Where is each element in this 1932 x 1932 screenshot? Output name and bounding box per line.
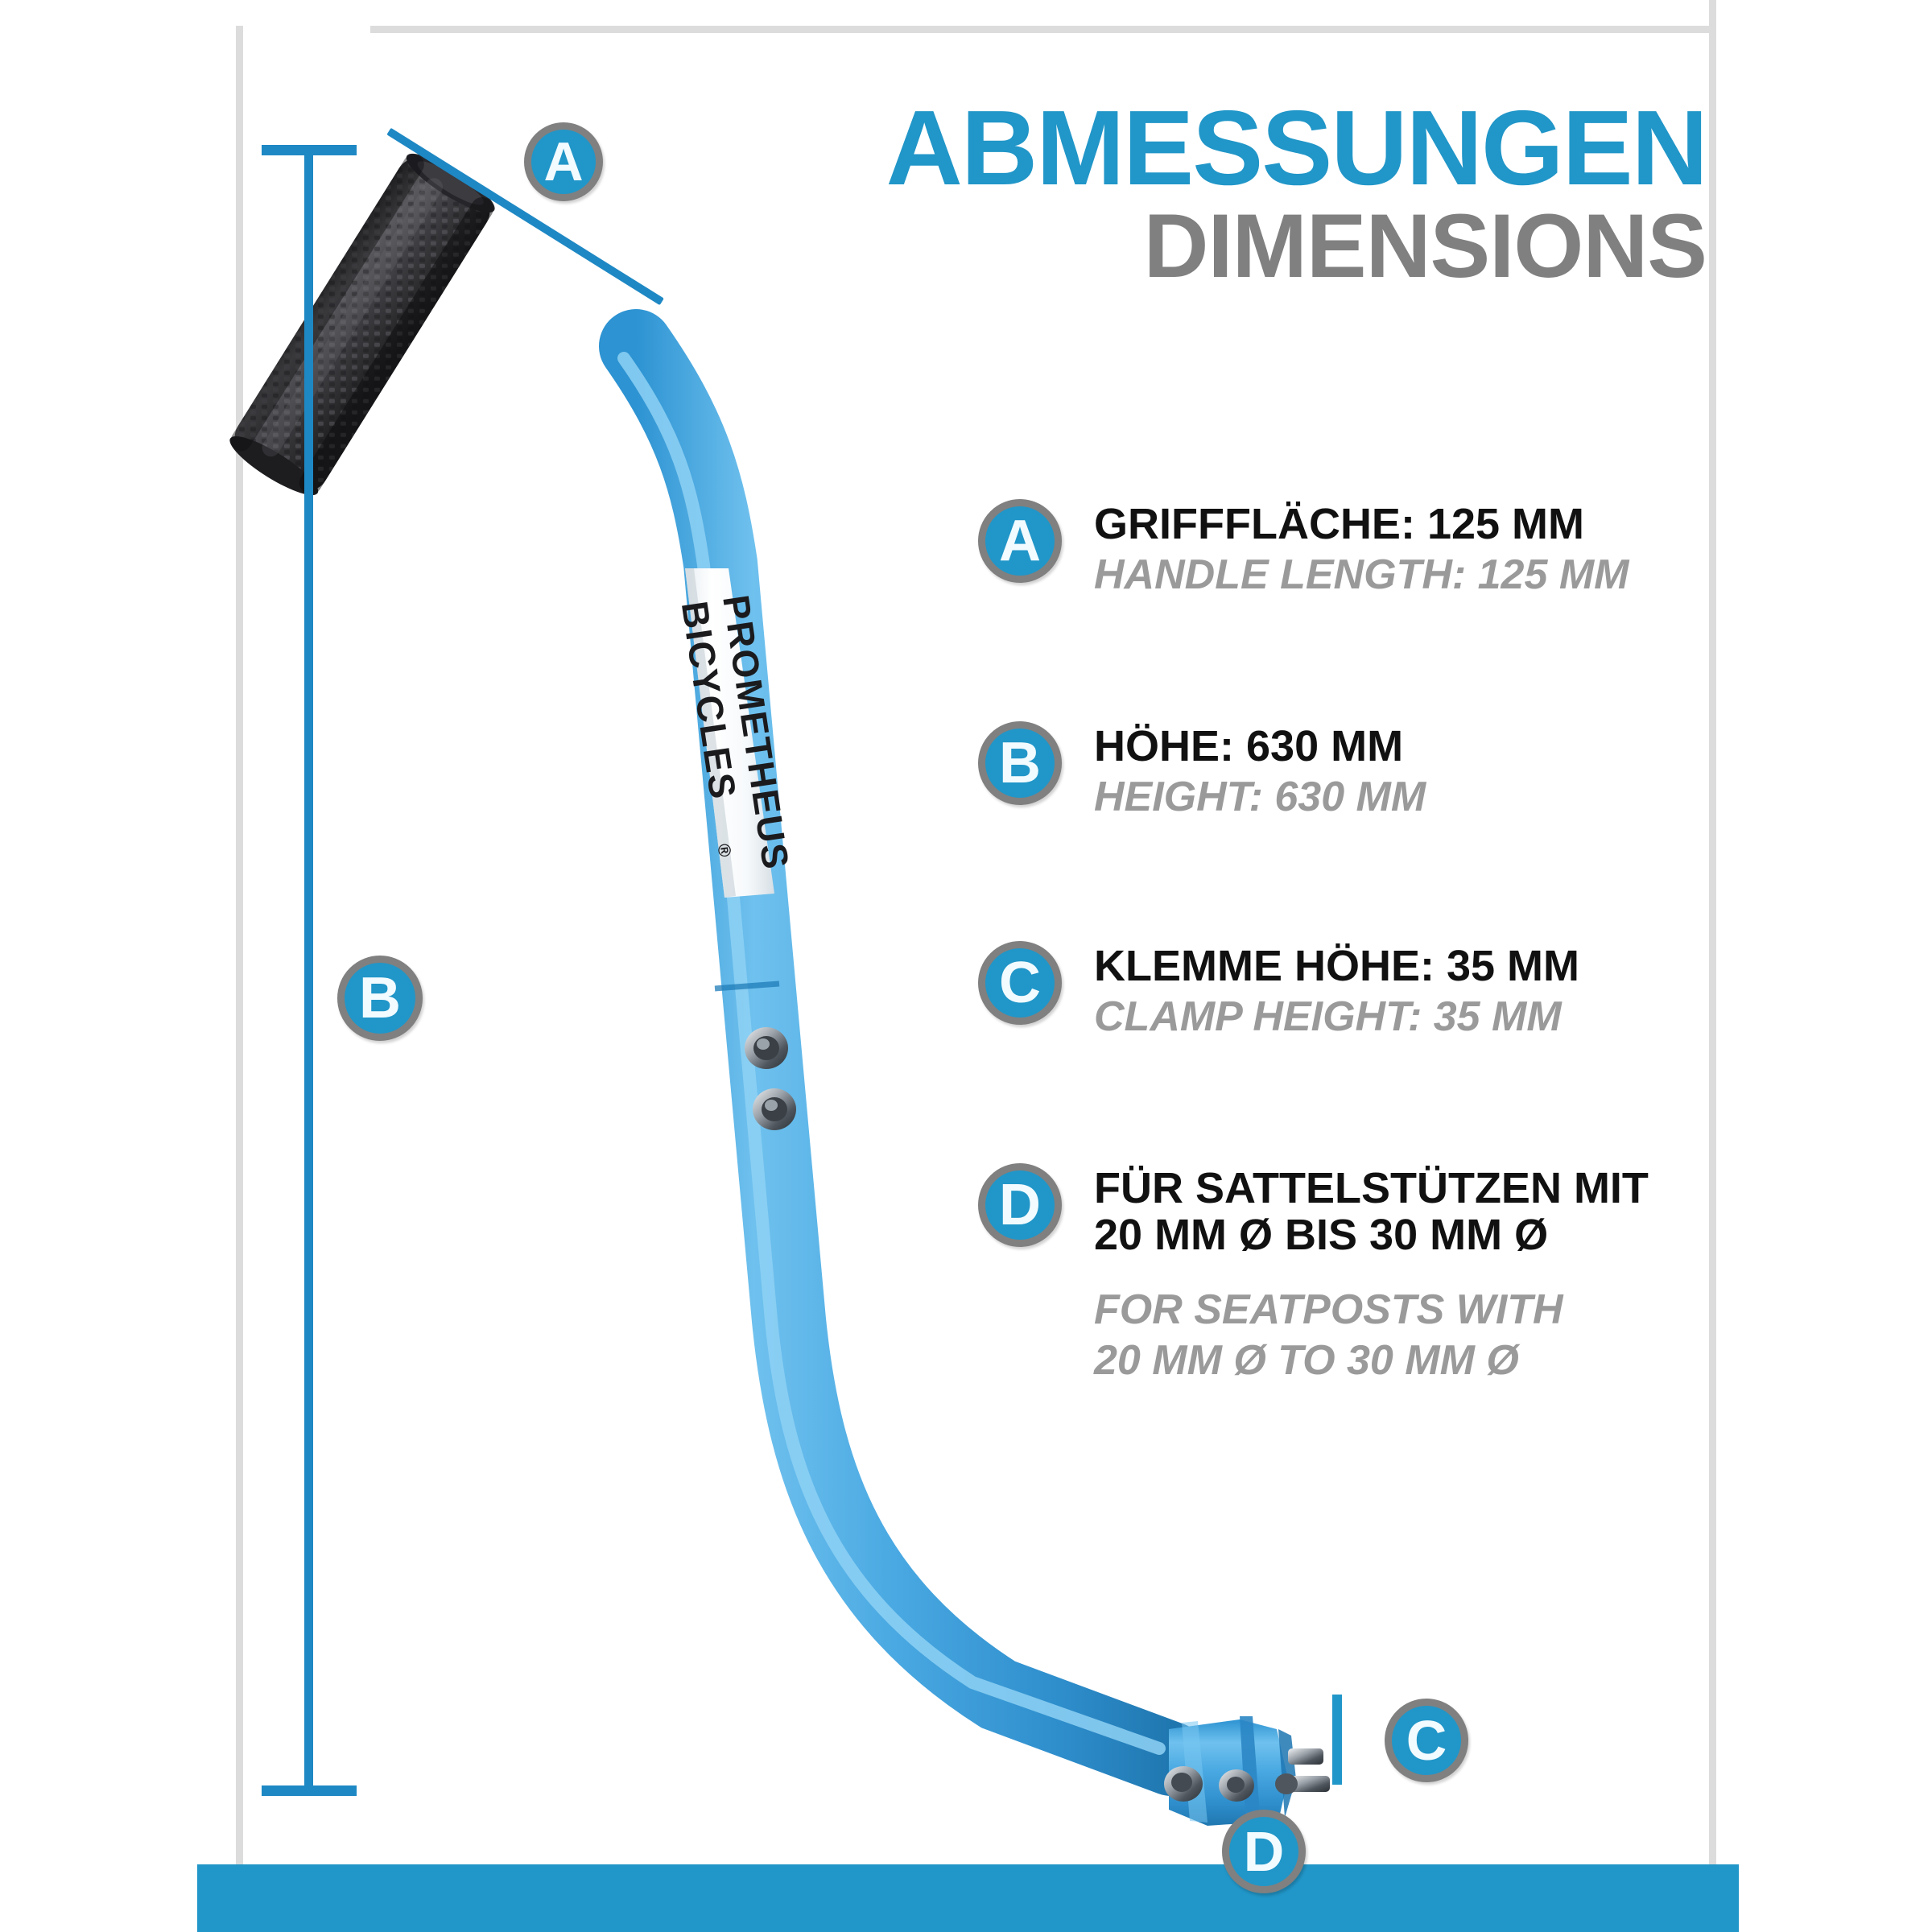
legend-item-a: A GRIFFFLÄCHE: 125 MM HANDLE LENGTH: 125… xyxy=(978,499,1719,599)
dimension-line-b xyxy=(304,145,313,1795)
handle-grip xyxy=(229,153,495,496)
legend-label-b-en: HEIGHT: 630 MM xyxy=(1094,773,1426,820)
dimensions-legend: A GRIFFFLÄCHE: 125 MM HANDLE LENGTH: 125… xyxy=(978,499,1719,1385)
legend-label-b-de: HÖHE: 630 MM xyxy=(1094,721,1404,770)
svg-text:®: ® xyxy=(713,842,735,858)
legend-label-c-en: CLAMP HEIGHT: 35 MM xyxy=(1094,993,1562,1041)
legend-label-d-de-line2: 20 MM Ø BIS 30 MM Ø xyxy=(1094,1210,1549,1259)
marker-badge-c: C xyxy=(1385,1699,1468,1782)
legend-label-a-en: HANDLE LENGTH: 125 MM xyxy=(1094,551,1629,599)
legend-text-d: FÜR SATTELSTÜTZEN MIT 20 MM Ø BIS 30 MM … xyxy=(1094,1163,1649,1385)
frame-border-right xyxy=(1709,0,1716,1871)
legend-badge-c: C xyxy=(978,941,1062,1025)
legend-badge-a: A xyxy=(978,499,1062,583)
legend-item-b: B HÖHE: 630 MM HEIGHT: 630 MM xyxy=(978,720,1719,821)
bolt-upper xyxy=(745,1027,788,1069)
page-title-de: ABMESSUNGEN xyxy=(886,89,1708,207)
legend-label-d-en-line2: 20 MM Ø TO 30 MM Ø xyxy=(1094,1337,1519,1385)
seatpost-clamp xyxy=(1164,1716,1330,1826)
legend-label-d-de-line1: FÜR SATTELSTÜTZEN MIT xyxy=(1094,1163,1649,1212)
legend-label-d-en-line1: FOR SEATPOSTS WITH xyxy=(1094,1286,1563,1334)
legend-item-d: D FÜR SATTELSTÜTZEN MIT 20 MM Ø BIS 30 M… xyxy=(978,1162,1719,1385)
bolt-lower xyxy=(753,1088,796,1130)
legend-text-a: GRIFFFLÄCHE: 125 MM HANDLE LENGTH: 125 M… xyxy=(1094,499,1629,599)
marker-badge-d: D xyxy=(1222,1810,1306,1893)
legend-item-c: C KLEMME HÖHE: 35 MM CLAMP HEIGHT: 35 MM xyxy=(978,941,1719,1041)
legend-text-c: KLEMME HÖHE: 35 MM CLAMP HEIGHT: 35 MM xyxy=(1094,941,1579,1041)
legend-label-c-de: KLEMME HÖHE: 35 MM xyxy=(1094,942,1580,990)
legend-label-a-de: GRIFFFLÄCHE: 125 MM xyxy=(1094,500,1585,548)
page-title-en: DIMENSIONS xyxy=(1143,196,1707,296)
dimension-line-c xyxy=(1332,1695,1342,1785)
bottom-accent-bar xyxy=(197,1864,1739,1932)
legend-text-b: HÖHE: 630 MM HEIGHT: 630 MM xyxy=(1094,721,1426,821)
marker-badge-a: A xyxy=(524,122,603,201)
legend-badge-b: B xyxy=(978,720,1062,805)
legend-badge-d: D xyxy=(978,1162,1062,1247)
frame-border-top xyxy=(370,26,1716,33)
dimension-b-cap-bottom xyxy=(262,1785,357,1796)
marker-badge-b: B xyxy=(337,956,423,1041)
frame-border-left xyxy=(236,26,243,1871)
